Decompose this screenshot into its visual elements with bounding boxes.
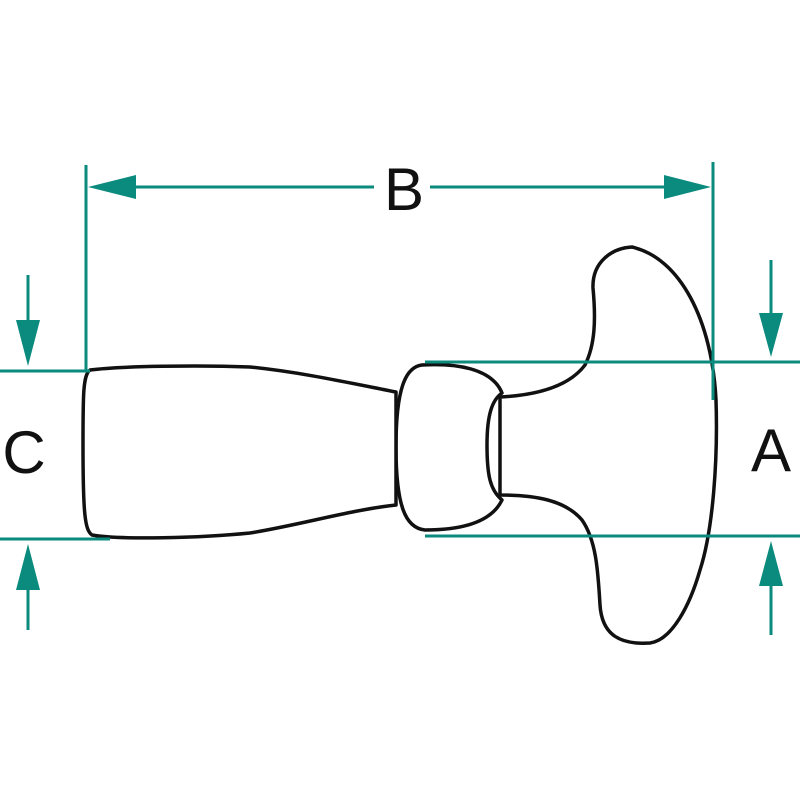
- grip-outline: [81, 364, 398, 540]
- dimension-c: C: [0, 275, 110, 630]
- label-c: C: [2, 419, 45, 486]
- dimension-b: B: [84, 156, 715, 400]
- collar-outline: [394, 362, 504, 532]
- arrow-right-icon: [664, 175, 711, 199]
- arrow-left-icon: [88, 175, 136, 199]
- arrow-down-icon: [759, 313, 783, 357]
- dimension-a: A: [425, 260, 800, 635]
- t-handle-part: [81, 245, 719, 645]
- t-head-outline: [498, 245, 719, 645]
- label-b: B: [384, 156, 424, 223]
- arrow-up-icon: [16, 544, 40, 590]
- label-a: A: [751, 417, 791, 484]
- arrow-down-icon: [16, 320, 40, 366]
- arrow-up-icon: [759, 541, 783, 586]
